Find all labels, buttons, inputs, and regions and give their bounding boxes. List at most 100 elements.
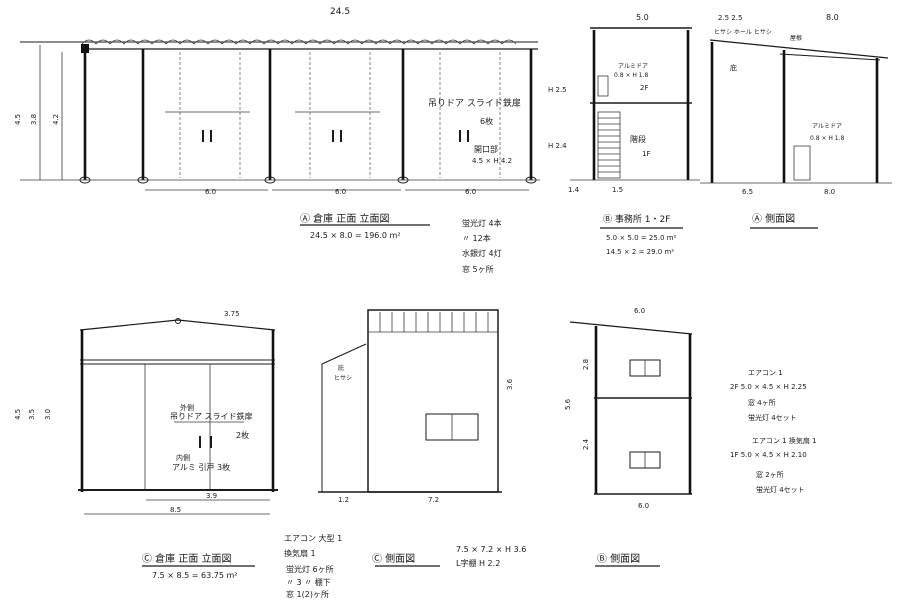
- b-side-height-upper: 2.8: [582, 359, 590, 370]
- a-side-roof-label-2: 屋根: [790, 34, 802, 42]
- a-front-title: Ⓐ 倉庫 正面 立面図: [300, 212, 390, 225]
- note-line-3: 水銀灯 4灯: [462, 248, 502, 258]
- c-top-dim: 3.75: [224, 310, 240, 318]
- span-dim-2: 6.0: [335, 188, 346, 196]
- side-door: [793, 145, 811, 181]
- b-office-area-1: 5.0 × 5.0 = 25.0 m²: [606, 234, 677, 242]
- ridge-joint: [175, 318, 181, 324]
- c-side-eave: [321, 343, 367, 492]
- note-line-4: 窓 5ヶ所: [462, 264, 494, 274]
- a-side-roof-labels: ヒサシ ホール ヒサシ: [714, 29, 772, 36]
- side-beam: [779, 53, 881, 61]
- c-note-1: エアコン 大型 1: [284, 533, 342, 543]
- note-line-1: 蛍光灯 4本: [462, 218, 502, 228]
- corrugated-roof: [81, 39, 517, 45]
- b-door-size: 0.8 × H 1.8: [614, 72, 649, 79]
- height-dim-2: 3.8: [30, 114, 38, 125]
- c-note-3: 蛍光灯 6ヶ所: [286, 564, 334, 574]
- c-door-outer: 吊りドア スライド鉄扉: [170, 411, 253, 421]
- b-bottom-width-2: 1.5: [612, 186, 623, 194]
- c-height-1: 4.5: [14, 409, 22, 420]
- b-note-1: エアコン 1: [748, 369, 783, 377]
- office-door-2f: [597, 75, 609, 97]
- b-side-height-lower: 2.4: [582, 438, 590, 450]
- c-gable-roof: [79, 319, 276, 331]
- b-office-notes: エアコン 1 2F 5.0 × 4.5 × H 2.25 窓 4ヶ所 蛍光灯 4…: [730, 369, 817, 494]
- a-side-top-right: 8.0: [826, 13, 839, 22]
- c-side-title: Ⓒ 側面図: [372, 552, 415, 565]
- note-line-2: 〃 12本: [462, 233, 491, 243]
- b-floor-1f: 1F: [642, 150, 650, 158]
- a-side-title: Ⓐ 側面図: [752, 212, 795, 225]
- height-dim-3: 4.2: [52, 114, 60, 125]
- b-office-area-2: 14.5 × 2 = 29.0 m²: [606, 248, 674, 256]
- b-bottom-width-1: 1.4: [568, 186, 580, 194]
- c-side-height: 3.6: [506, 378, 514, 390]
- c-side-wall: [367, 309, 499, 493]
- b-office-elevation: 5.0 H 2.5 H 2.4 アルミドア 0.8 × H 1.8 2F 階段 …: [548, 13, 700, 256]
- a-side-eave: 庇: [730, 63, 737, 72]
- a-side-door-label: アルミドア: [812, 123, 842, 130]
- door-count: 6枚: [480, 116, 493, 126]
- c-note-outer: 外側: [180, 403, 194, 412]
- c-door-inner: アルミ 引戸 3枚: [172, 462, 230, 472]
- b-floor-2f: 2F: [640, 84, 648, 92]
- c-side-bottom-1: 1.2: [338, 496, 349, 504]
- b-side-height-total: 5.6: [564, 398, 572, 410]
- b-note-4: 蛍光灯 4セット: [748, 413, 797, 422]
- c-height-2: 3.5: [28, 409, 36, 420]
- c-bottom-dim-label-2: 8.5: [170, 506, 181, 514]
- b-note-8: 蛍光灯 4セット: [756, 485, 805, 494]
- b-side-title: Ⓑ 側面図: [597, 552, 640, 565]
- b-height-lower: H 2.4: [548, 142, 567, 150]
- b-note-2: 2F 5.0 × 4.5 × H 2.25: [730, 383, 807, 391]
- b-top-width: 5.0: [636, 13, 649, 22]
- b-side-top-dim: 6.0: [634, 307, 645, 315]
- column-cap: [81, 44, 89, 53]
- c-equipment-notes: エアコン 大型 1 換気扇 1 蛍光灯 6ヶ所 〃 3 〃 棚下 窓 1(2)ヶ…: [284, 533, 342, 599]
- a-side-door-size: 0.8 × H 1.8: [810, 135, 845, 142]
- c-front-area: 7.5 × 8.5 = 63.75 m²: [152, 571, 237, 580]
- opening-label: 開口部: [474, 144, 498, 154]
- c-bottom-dim-label: 3.9: [206, 492, 217, 500]
- stair: [597, 111, 621, 179]
- b-door-label: アルミドア: [618, 63, 648, 70]
- a-side-bottom-1: 6.5: [742, 188, 753, 196]
- c-note-5: 窓 1(2)ヶ所: [286, 589, 329, 599]
- c-note-inner: 内側: [176, 453, 190, 462]
- a-side-top-dims: 2.5 2.5: [718, 14, 743, 22]
- span-dim-1: 6.0: [205, 188, 216, 196]
- b-side-elevation: 6.0 2.8 2.4 5.6 6.0 Ⓑ 側面図: [564, 307, 693, 567]
- b-note-6: 1F 5.0 × 4.5 × H 2.10: [730, 451, 807, 459]
- door-note: 吊りドア スライド鉄扉: [428, 97, 521, 109]
- c-side-elevation: 庇 ヒサシ 3.6 1.2 7.2 Ⓒ 側面図 7.5 × 7.2 × H 3.…: [318, 309, 526, 568]
- side-roof: [709, 39, 889, 59]
- c-height-3: 3.0: [44, 409, 52, 420]
- b-stair-label: 階段: [630, 134, 646, 144]
- c-note-4: 〃 3 〃 棚下: [286, 577, 331, 587]
- b-note-7: 窓 2ヶ所: [756, 470, 784, 479]
- lighting-notes-top: 蛍光灯 4本 〃 12本 水銀灯 4灯 窓 5ヶ所: [462, 218, 502, 274]
- height-dim-1: 4.5: [14, 114, 22, 125]
- a-front-elevation: 24.5 6.0 6.0 6.0 4.5 3.8 4.2 吊りドア スライド鉄扉…: [14, 7, 540, 240]
- b-note-3: 窓 4ヶ所: [748, 398, 776, 407]
- b-side-roof: [569, 321, 693, 335]
- opening-size: 4.5 × H 4.2: [472, 157, 512, 165]
- b-note-5: エアコン 1 換気扇 1: [752, 436, 817, 445]
- b-office-title: Ⓑ 事務所 1・2F: [603, 213, 670, 225]
- c-side-bottom-2: 7.2: [428, 496, 439, 504]
- a-front-area: 24.5 × 8.0 = 196.0 m²: [310, 231, 401, 240]
- c-side-eave-label-2: ヒサシ: [334, 375, 352, 382]
- c-door-count: 2枚: [236, 430, 249, 440]
- c-front-elevation: 3.75 4.5 3.5 3.0 外側 吊りドア スライド鉄扉 2枚 内側 アル…: [14, 310, 278, 580]
- b-height-upper: H 2.5: [548, 86, 567, 94]
- a-side-elevation: 2.5 2.5 8.0 ヒサシ ホール ヒサシ 屋根 庇 アルミドア 0.8 ×…: [700, 13, 892, 229]
- span-dim-3: 6.0: [465, 188, 476, 196]
- c-side-note: L字棚 H 2.2: [456, 558, 500, 568]
- c-side-eave-label: 庇: [338, 364, 344, 372]
- c-note-2: 換気扇 1: [284, 548, 316, 558]
- c-front-title: Ⓒ 倉庫 正面 立面図: [142, 552, 232, 565]
- b-side-bottom-dim: 6.0: [638, 502, 649, 510]
